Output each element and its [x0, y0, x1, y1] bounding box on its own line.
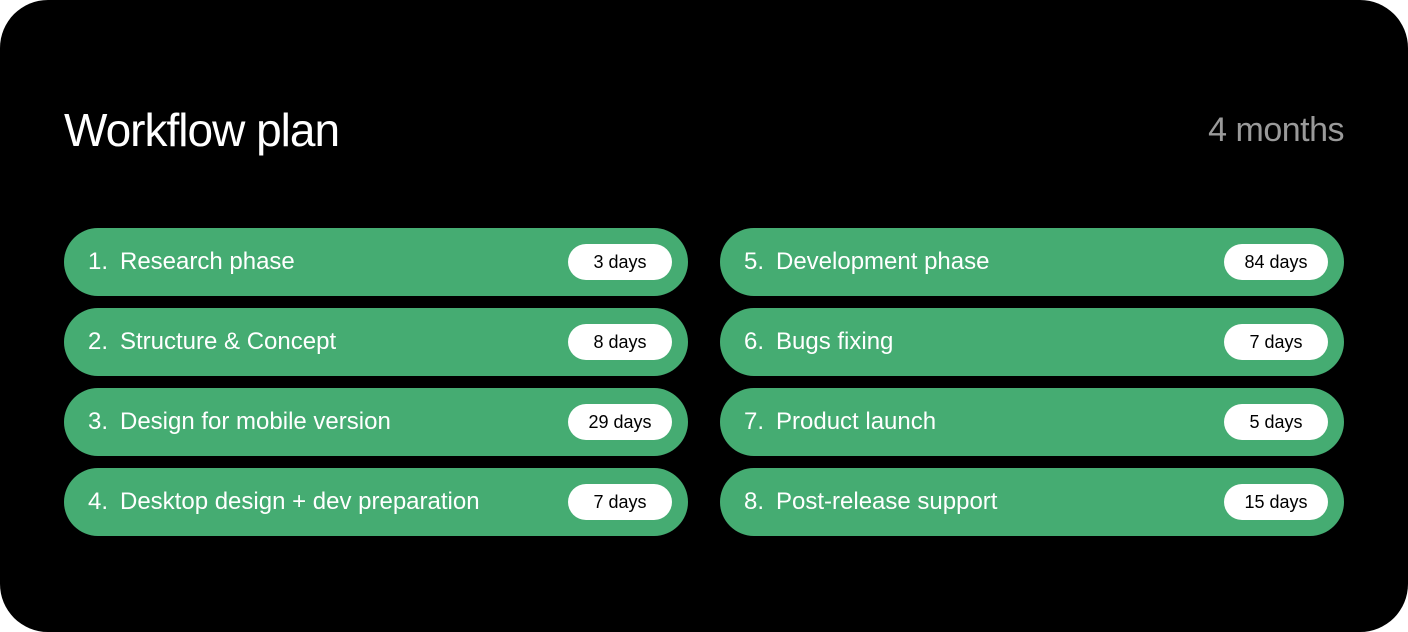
- step-duration-badge: 15 days: [1224, 484, 1328, 520]
- step-label: Development phase: [776, 248, 990, 275]
- step-text: 6. Bugs fixing: [744, 327, 893, 357]
- step-label: Research phase: [120, 248, 295, 275]
- step-number: 2.: [88, 328, 109, 355]
- step-number: 4.: [88, 488, 109, 515]
- step-duration-badge: 8 days: [568, 324, 672, 360]
- step-number: 6.: [744, 328, 765, 355]
- step-text: 7. Product launch: [744, 407, 936, 437]
- steps-grid: 1. Research phase 3 days 2. Structure & …: [64, 228, 1344, 536]
- step-number: 8.: [744, 488, 765, 515]
- workflow-step: 6. Bugs fixing 7 days: [720, 308, 1344, 376]
- step-number: 3.: [88, 408, 109, 435]
- step-duration-badge: 7 days: [568, 484, 672, 520]
- step-label: Desktop design + dev preparation: [120, 488, 480, 515]
- workflow-step: 4. Desktop design + dev preparation 7 da…: [64, 468, 688, 536]
- step-text: 8. Post-release support: [744, 487, 997, 517]
- step-label: Post-release support: [776, 488, 998, 515]
- step-text: 2. Structure & Concept: [88, 327, 336, 357]
- header: Workflow plan 4 months: [64, 100, 1344, 160]
- step-duration-badge: 7 days: [1224, 324, 1328, 360]
- step-label: Structure & Concept: [120, 328, 337, 355]
- step-text: 4. Desktop design + dev preparation: [88, 487, 480, 517]
- steps-column-right: 5. Development phase 84 days 6. Bugs fix…: [720, 228, 1344, 536]
- step-duration-badge: 84 days: [1224, 244, 1328, 280]
- workflow-step: 5. Development phase 84 days: [720, 228, 1344, 296]
- step-number: 7.: [744, 408, 765, 435]
- step-duration-badge: 5 days: [1224, 404, 1328, 440]
- step-text: 5. Development phase: [744, 247, 989, 277]
- step-duration-badge: 3 days: [568, 244, 672, 280]
- workflow-step: 2. Structure & Concept 8 days: [64, 308, 688, 376]
- step-label: Design for mobile version: [120, 408, 391, 435]
- step-text: 1. Research phase: [88, 247, 295, 277]
- workflow-step: 8. Post-release support 15 days: [720, 468, 1344, 536]
- step-duration-badge: 29 days: [568, 404, 672, 440]
- workflow-step: 1. Research phase 3 days: [64, 228, 688, 296]
- workflow-step: 7. Product launch 5 days: [720, 388, 1344, 456]
- steps-column-left: 1. Research phase 3 days 2. Structure & …: [64, 228, 688, 536]
- step-number: 5.: [744, 248, 765, 275]
- step-label: Product launch: [776, 408, 937, 435]
- page-title: Workflow plan: [64, 104, 340, 156]
- workflow-step: 3. Design for mobile version 29 days: [64, 388, 688, 456]
- step-text: 3. Design for mobile version: [88, 407, 391, 437]
- total-duration: 4 months: [1208, 111, 1344, 149]
- step-number: 1.: [88, 248, 109, 275]
- step-label: Bugs fixing: [776, 328, 894, 355]
